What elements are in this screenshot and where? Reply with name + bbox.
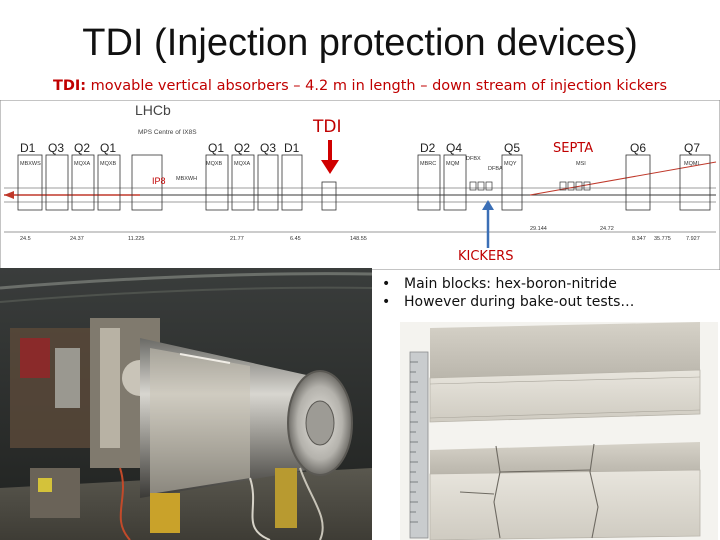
dimension-label: 24.5 xyxy=(20,236,31,242)
subtitle-lead: TDI: xyxy=(52,78,87,94)
magnet-label: Q1 xyxy=(100,141,116,155)
component-label: MQML xyxy=(684,161,701,167)
component-label: MQXB xyxy=(206,161,223,167)
magnet-label: Q1 xyxy=(208,141,224,155)
slide-subtitle: TDI: movable vertical absorbers – 4.2 m … xyxy=(0,78,720,94)
dimension-label: 6.45 xyxy=(290,236,301,242)
bullet-item: • However during bake-out tests… xyxy=(382,294,634,310)
magnet-label: Q5 xyxy=(504,141,520,155)
component-label: MBXWH xyxy=(176,176,197,182)
component-label: DFBA xyxy=(488,166,503,172)
component-label: MBXWS xyxy=(20,161,41,167)
dimension-label: 148.55 xyxy=(350,236,367,242)
bullet-dot-icon: • xyxy=(382,294,391,310)
component-label: MBRC xyxy=(420,161,436,167)
boron-nitride-blocks-photo xyxy=(400,322,718,540)
dimension-label: 29.144 xyxy=(530,226,547,232)
component-label: MQXA xyxy=(74,161,91,167)
dimension-label: 11.225 xyxy=(128,236,144,242)
bullet-text: However during bake-out tests… xyxy=(404,294,635,310)
component-label: DFBX xyxy=(466,156,481,162)
dimension-label: 24.72 xyxy=(600,226,614,232)
ip8-label: IP8 xyxy=(152,176,166,186)
septa-label: SEPTA xyxy=(553,141,593,156)
magnet-label: D1 xyxy=(284,141,300,155)
slide-title: TDI (Injection protection devices) xyxy=(82,22,638,64)
kickers-arrow-icon xyxy=(482,200,494,210)
bullet-item: • Main blocks: hex-boron-nitride xyxy=(382,276,634,292)
dimension-label: 7.927 xyxy=(686,236,700,242)
component-label: MQM xyxy=(446,161,460,167)
lhcb-label: LHCb xyxy=(135,102,171,118)
magnet-label: D1 xyxy=(20,141,36,155)
dimension-label: 8.347 xyxy=(632,236,646,242)
dimension-label: 21.77 xyxy=(230,236,244,242)
magnet-label: D2 xyxy=(420,141,436,155)
bullet-list: • Main blocks: hex-boron-nitride • However… xyxy=(382,276,634,312)
dimension-label: 24.37 xyxy=(70,236,84,242)
lhc-layout-diagram: LHCb MPS Centre of IX8S D1 Q3 Q2 Q1 Q1 Q… xyxy=(0,100,720,270)
component-label: MSI xyxy=(576,161,586,167)
subtitle-rest: movable vertical absorbers – 4.2 m in le… xyxy=(86,78,668,94)
tdi-arrow-icon xyxy=(321,160,339,174)
magnet-label: Q7 xyxy=(684,141,700,155)
bullet-dot-icon: • xyxy=(382,276,391,292)
component-label: MQXB xyxy=(100,161,117,167)
component-label: MQXA xyxy=(234,161,251,167)
bullet-text: Main blocks: hex-boron-nitride xyxy=(404,276,617,292)
mps-label: MPS Centre of IX8S xyxy=(138,129,197,136)
magnet-label: Q2 xyxy=(74,141,90,155)
dimension-label: 35.775 xyxy=(654,236,671,242)
tunnel-photo xyxy=(0,268,372,540)
magnet-label: Q3 xyxy=(260,141,276,155)
component-label: MQY xyxy=(504,161,517,167)
kickers-label: KICKERS xyxy=(458,249,513,264)
magnet-label: Q2 xyxy=(234,141,250,155)
magnet-label: Q6 xyxy=(630,141,646,155)
magnet-label: Q3 xyxy=(48,141,64,155)
tdi-label: TDI xyxy=(312,117,342,137)
magnet-label: Q4 xyxy=(446,141,462,155)
